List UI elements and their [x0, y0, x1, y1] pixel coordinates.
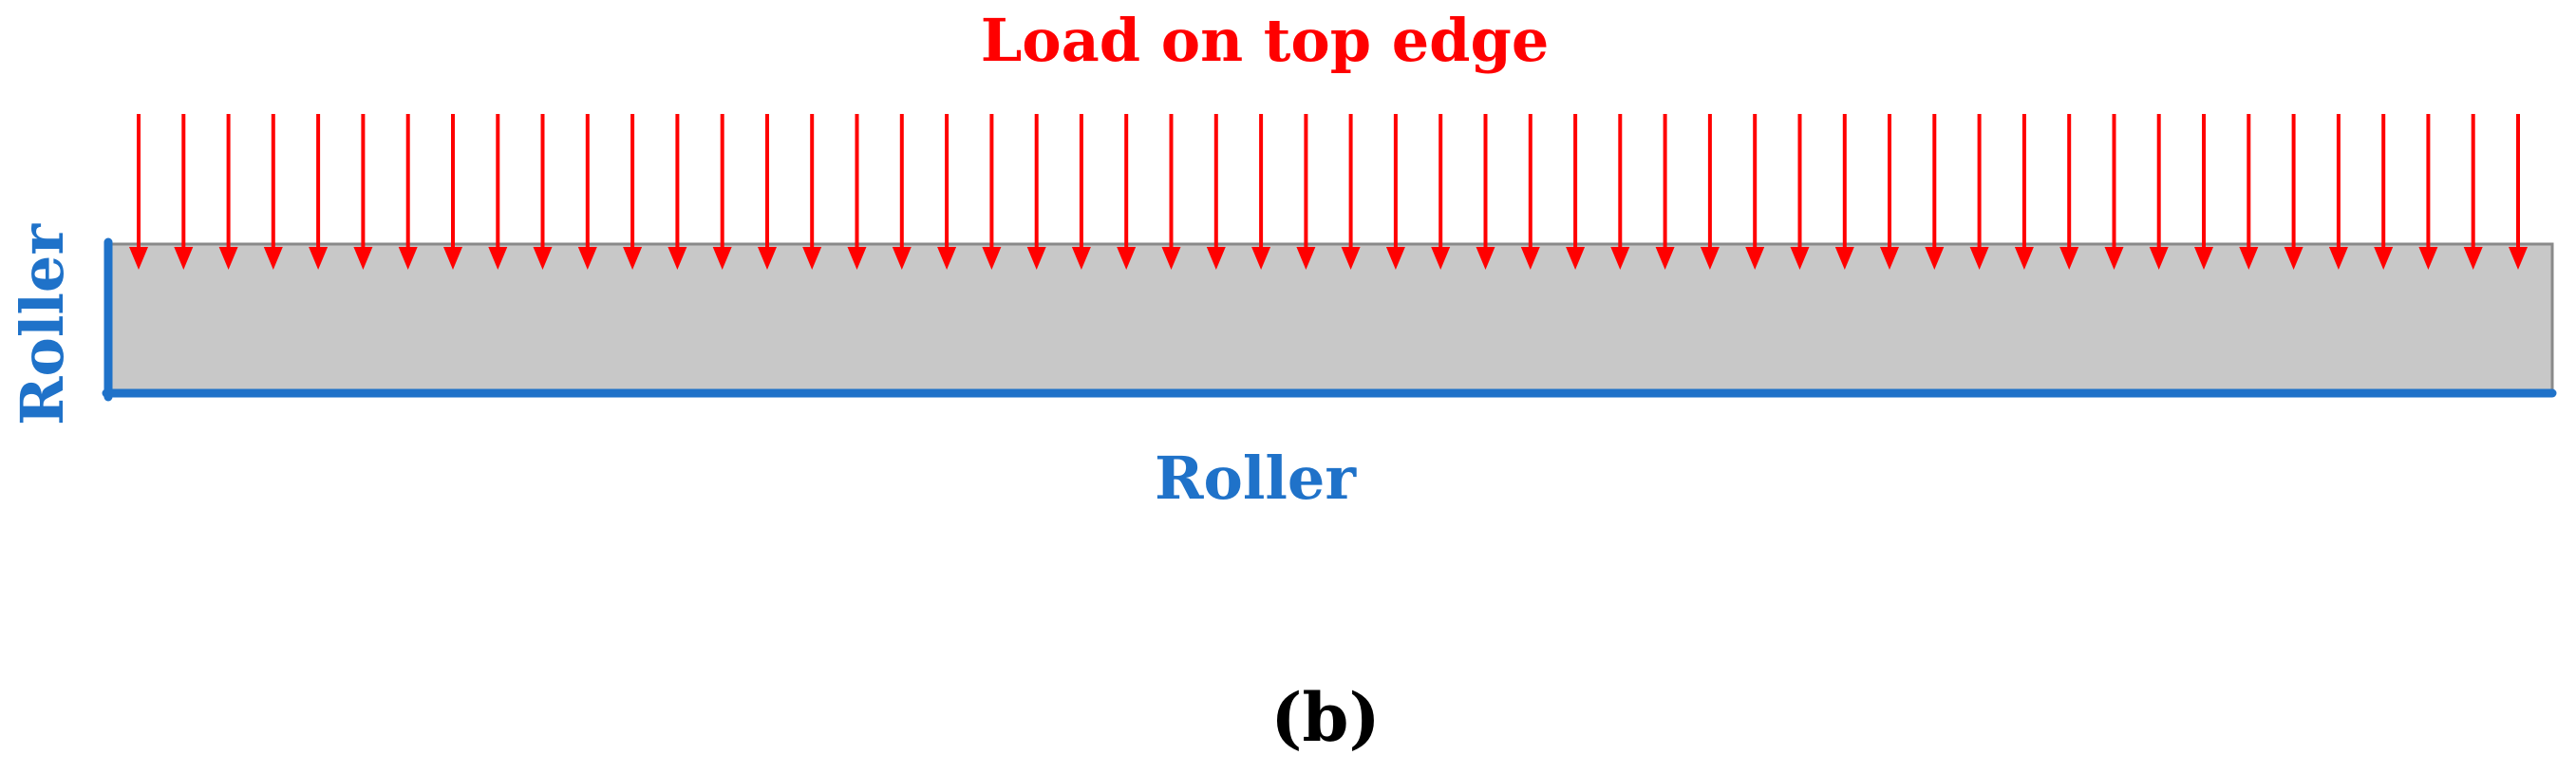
- load-arrow: [2463, 114, 2483, 270]
- load-arrow: [1206, 114, 1226, 270]
- load-arrow: [1655, 114, 1675, 270]
- plate: [106, 242, 2554, 395]
- load-arrow: [2284, 114, 2303, 270]
- load-arrow: [2104, 114, 2124, 270]
- load-arrow: [1071, 114, 1091, 270]
- load-arrow: [309, 114, 329, 270]
- load-arrow: [1925, 114, 1945, 270]
- load-arrow: [2014, 114, 2034, 270]
- load-arrow: [2509, 114, 2528, 270]
- load-arrow: [443, 114, 462, 270]
- load-arrow: [668, 114, 687, 270]
- load-arrow: [2239, 114, 2259, 270]
- load-arrow: [1790, 114, 1810, 270]
- load-arrow: [847, 114, 867, 270]
- load-arrow: [623, 114, 643, 270]
- load-arrow: [937, 114, 957, 270]
- load-label: Load on top edge: [981, 6, 1550, 75]
- panel-label: (b): [1270, 678, 1380, 757]
- load-arrow: [2418, 114, 2438, 270]
- load-arrow: [1745, 114, 1765, 270]
- load-arrow: [1880, 114, 1899, 270]
- load-arrow: [398, 114, 418, 270]
- load-arrow: [1610, 114, 1630, 270]
- load-arrow: [1566, 114, 1586, 270]
- bottom-roller-label: Roller: [1155, 444, 1357, 513]
- load-arrow: [1296, 114, 1316, 270]
- load-arrow: [174, 114, 194, 270]
- load-arrow: [2328, 114, 2348, 270]
- load-arrow: [982, 114, 1002, 270]
- load-arrows: [129, 114, 2528, 270]
- load-arrow: [1834, 114, 1854, 270]
- load-arrow: [2194, 114, 2213, 270]
- load-arrow: [533, 114, 553, 270]
- load-arrow: [1385, 114, 1405, 270]
- load-arrow: [758, 114, 777, 270]
- load-arrow: [1251, 114, 1271, 270]
- load-arrow: [712, 114, 732, 270]
- load-arrow: [577, 114, 597, 270]
- load-arrow: [353, 114, 373, 270]
- load-arrow: [1026, 114, 1046, 270]
- load-arrow: [2149, 114, 2169, 270]
- load-arrow: [488, 114, 508, 270]
- load-arrow: [218, 114, 238, 270]
- load-arrow: [2374, 114, 2394, 270]
- load-arrow: [802, 114, 822, 270]
- load-arrow: [1341, 114, 1361, 270]
- load-arrow: [1700, 114, 1720, 270]
- load-arrow: [1161, 114, 1181, 270]
- load-arrow: [1969, 114, 1989, 270]
- load-arrow: [2059, 114, 2079, 270]
- load-arrow: [129, 114, 148, 270]
- load-arrow: [1431, 114, 1451, 270]
- load-arrow: [1117, 114, 1137, 270]
- load-arrow: [892, 114, 912, 270]
- left-roller-label: Roller: [8, 223, 77, 425]
- load-arrow: [1476, 114, 1495, 270]
- load-arrow: [1520, 114, 1540, 270]
- load-arrow: [263, 114, 283, 270]
